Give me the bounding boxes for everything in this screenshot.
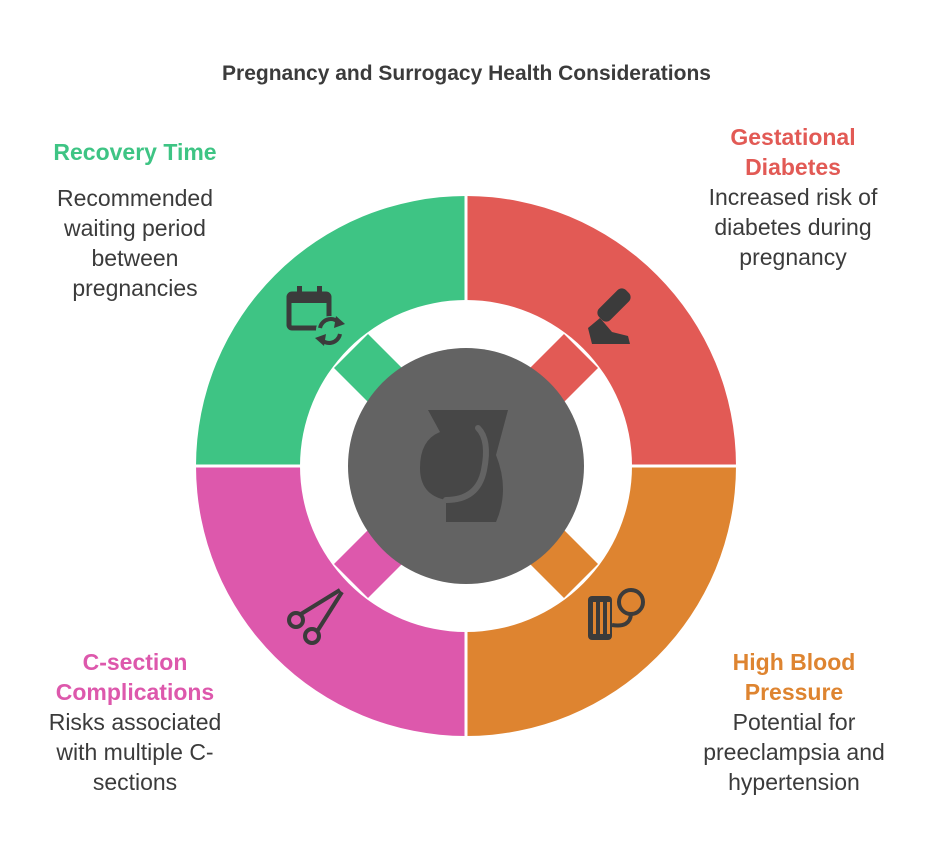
blood-pressure-heading-1: High Blood bbox=[732, 649, 856, 675]
blood-pressure-desc-2: preeclampsia and bbox=[703, 739, 885, 765]
glucose-meter-icon bbox=[588, 288, 631, 344]
recovery-desc-3: between bbox=[91, 245, 179, 271]
blood-pressure-desc-1: Potential for bbox=[732, 709, 856, 735]
diabetes-desc-3: pregnancy bbox=[739, 244, 847, 270]
blood-pressure-cuff-icon bbox=[588, 588, 645, 640]
csection-desc-1: Risks associated bbox=[48, 709, 222, 735]
recovery-desc-4: pregnancies bbox=[72, 275, 198, 301]
diabetes-label-block: Gestational Diabetes Increased risk of d… bbox=[683, 122, 903, 272]
diabetes-desc-1: Increased risk of bbox=[708, 184, 878, 210]
scissors-icon bbox=[287, 588, 344, 645]
page-title: Pregnancy and Surrogacy Health Considera… bbox=[222, 62, 711, 85]
recovery-label-block: Recovery Time Recommended waiting period… bbox=[20, 137, 250, 303]
recovery-desc-2: waiting period bbox=[64, 215, 206, 241]
blood-pressure-desc-3: hypertension bbox=[728, 769, 860, 795]
calendar-sync-icon bbox=[286, 286, 345, 346]
diabetes-heading-2: Diabetes bbox=[745, 154, 841, 180]
blood-pressure-label-block: High Blood Pressure Potential for preecl… bbox=[684, 647, 904, 797]
diabetes-heading-1: Gestational bbox=[730, 124, 856, 150]
csection-label-block: C-section Complications Risks associated… bbox=[20, 647, 250, 797]
csection-heading-1: C-section bbox=[82, 649, 188, 675]
pregnant-belly-icon bbox=[420, 410, 508, 522]
csection-heading-2: Complications bbox=[55, 679, 215, 705]
csection-desc-2: with multiple C- bbox=[56, 739, 214, 765]
recovery-desc-1: Recommended bbox=[57, 185, 213, 211]
csection-desc-3: sections bbox=[92, 769, 178, 795]
blood-pressure-heading-2: Pressure bbox=[744, 679, 844, 705]
segment-csection[interactable] bbox=[196, 466, 466, 736]
diabetes-desc-2: diabetes during bbox=[714, 214, 872, 240]
recovery-heading: Recovery Time bbox=[53, 139, 217, 165]
